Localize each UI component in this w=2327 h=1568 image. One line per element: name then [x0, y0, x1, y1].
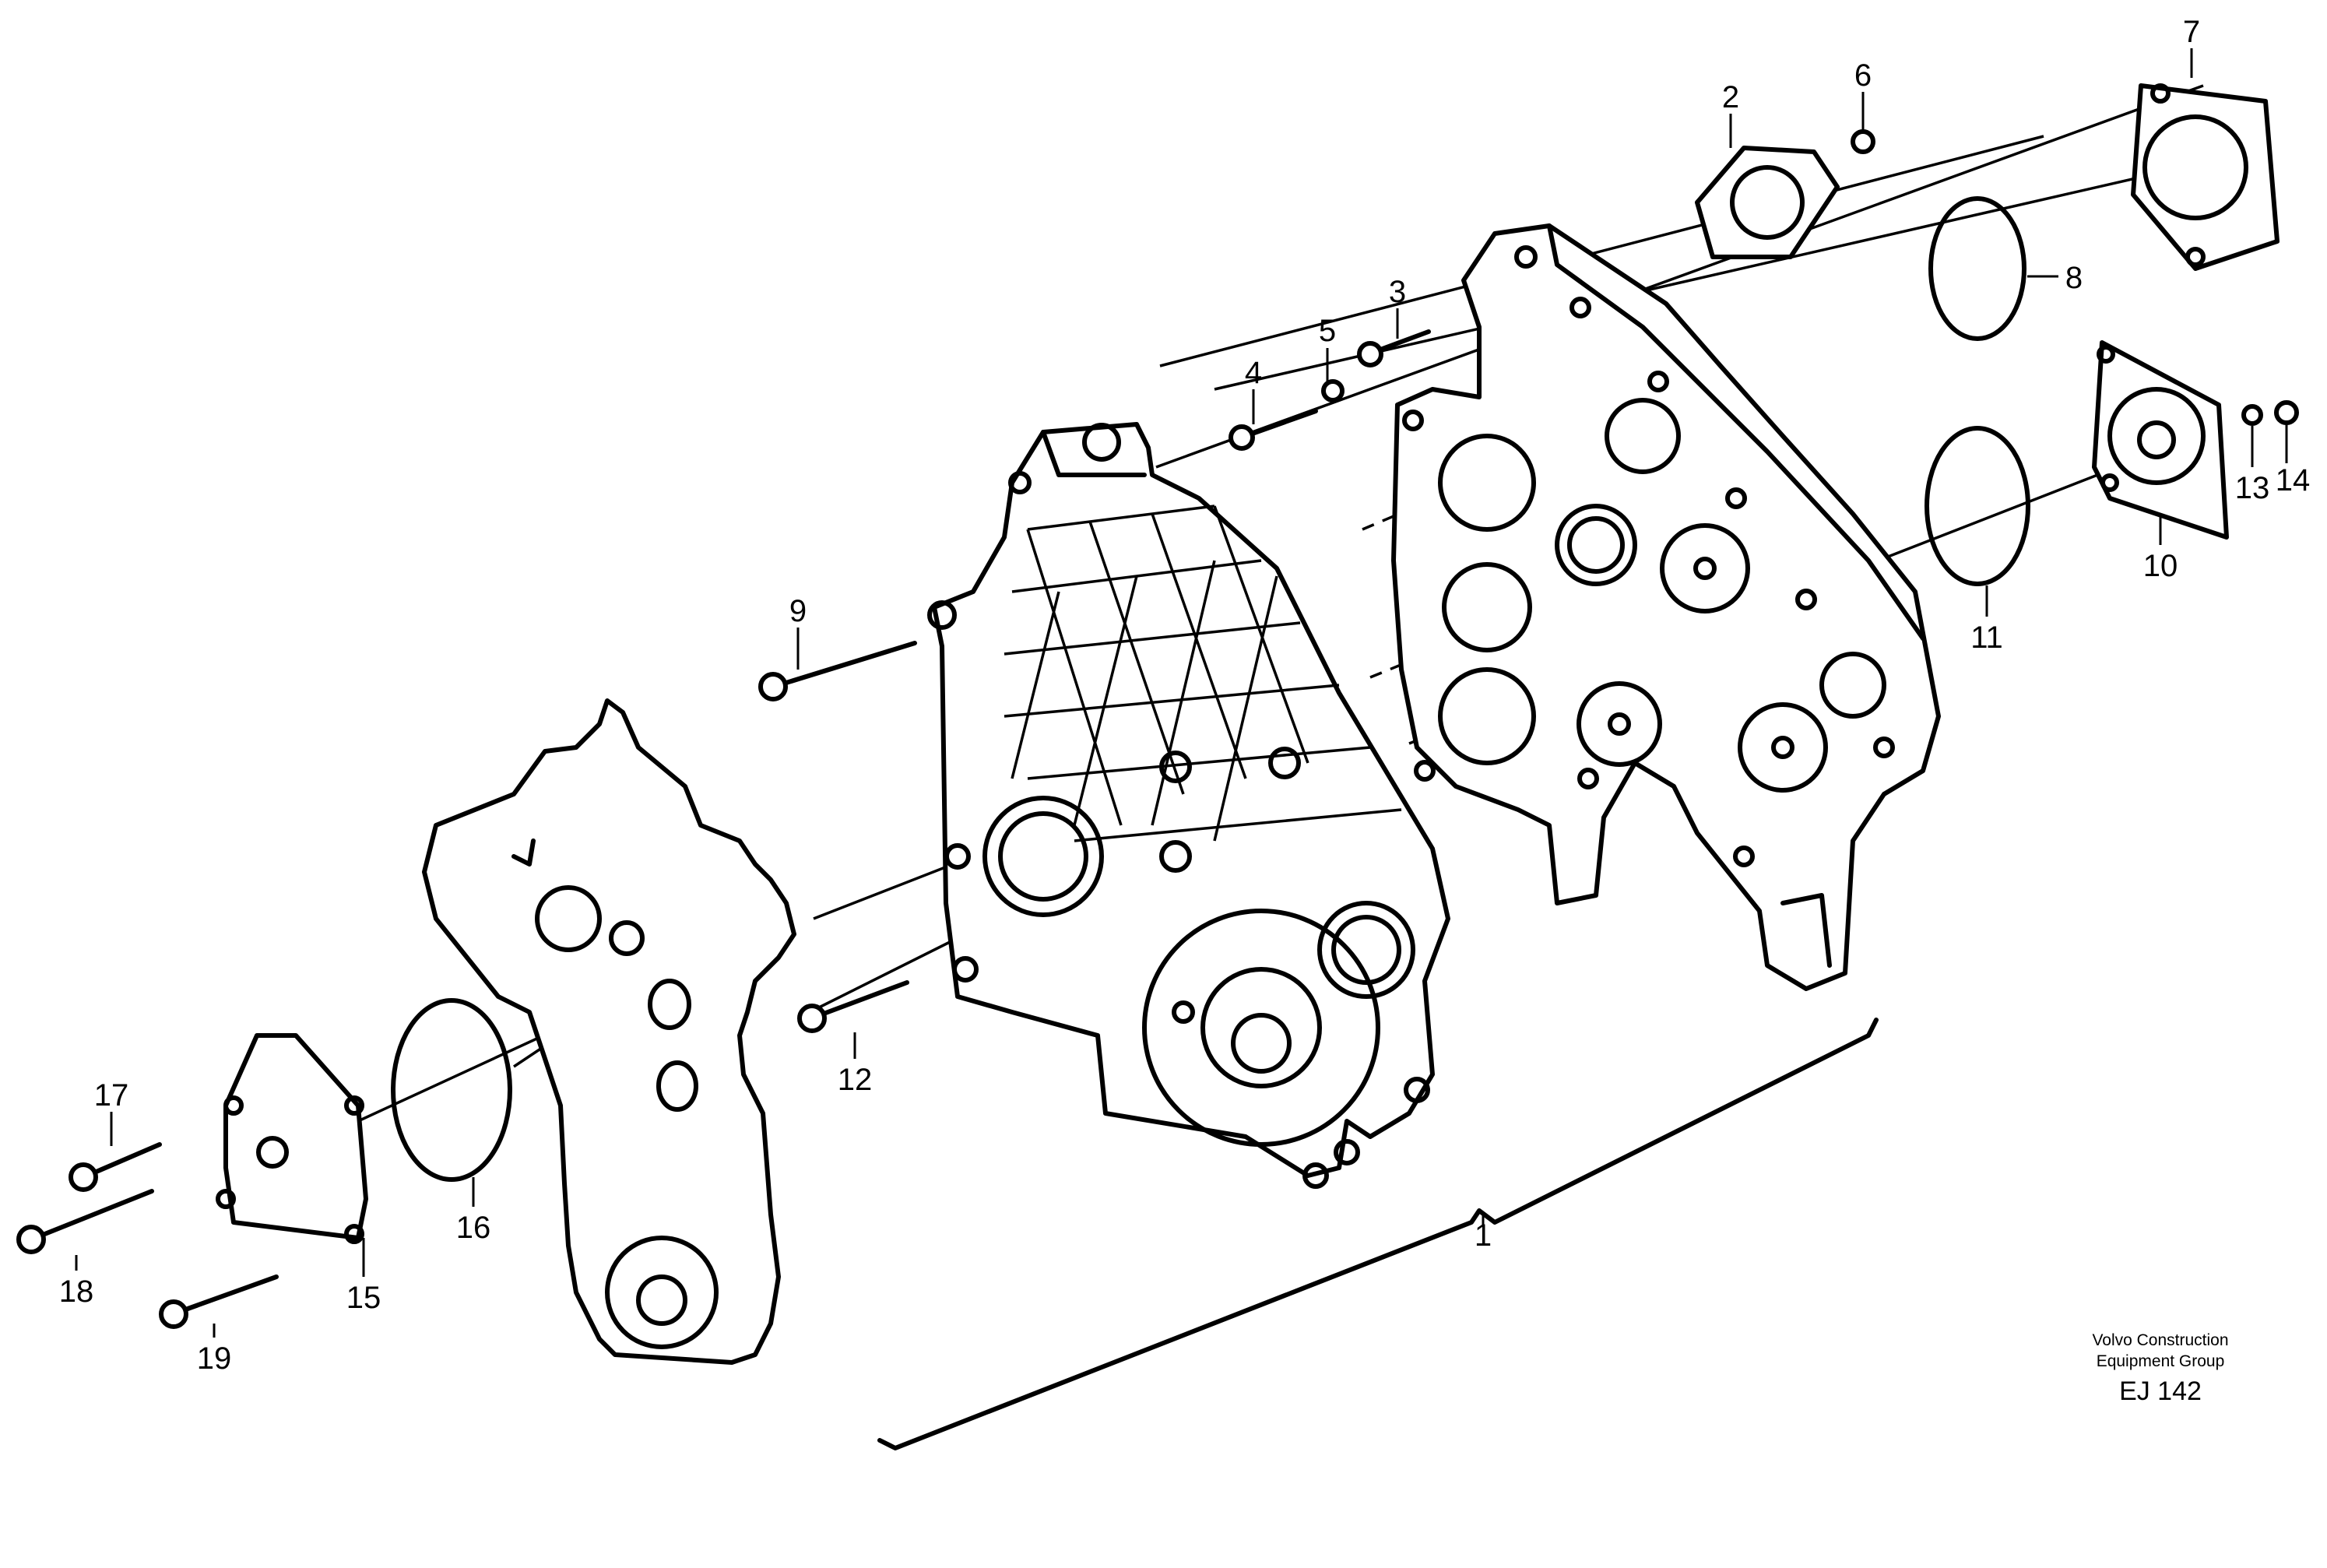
label-part-6: 6	[1854, 58, 1872, 93]
label-part-14: 14	[2276, 463, 2311, 497]
cover-gasket	[422, 698, 796, 1365]
rear-timing-plate	[1391, 223, 1941, 991]
label-part-18: 18	[59, 1274, 94, 1309]
drawing-code: EJ 142	[2119, 1376, 2202, 1406]
front-timing-cover	[927, 422, 1450, 1189]
label-part-11: 11	[1970, 621, 2003, 655]
label-part-16: 16	[456, 1211, 491, 1245]
label-part-5: 5	[1319, 314, 1336, 348]
label-part-7: 7	[2183, 15, 2200, 49]
assembly-bracket	[877, 1018, 1879, 1450]
label-part-10: 10	[2143, 549, 2178, 583]
credit-line-1: Volvo Construction	[2092, 1331, 2228, 1349]
label-part-3: 3	[1389, 275, 1406, 309]
seal-cover-plate	[216, 1033, 368, 1244]
o-ring-8	[1928, 196, 2026, 341]
o-ring-11	[1925, 426, 2030, 586]
label-part-19: 19	[197, 1341, 232, 1376]
flange-part-2	[1695, 146, 1840, 259]
seal-flange-part-10	[2092, 340, 2229, 540]
label-part-1: 1	[1475, 1218, 1492, 1253]
label-part-15: 15	[346, 1281, 381, 1315]
label-part-12: 12	[838, 1063, 873, 1097]
label-part-9: 9	[789, 594, 807, 628]
label-part-4: 4	[1245, 356, 1262, 390]
label-part-13: 13	[2235, 471, 2270, 505]
leader-lines	[75, 48, 2288, 1338]
fasteners	[16, 129, 2299, 1329]
credit-block: Volvo Construction Equipment Group EJ 14…	[2092, 1331, 2228, 1406]
label-part-8: 8	[2065, 261, 2083, 295]
label-part-17: 17	[94, 1078, 129, 1113]
o-ring-16	[391, 998, 512, 1182]
credit-line-2: Equipment Group	[2097, 1352, 2225, 1370]
cover-part-7	[2131, 83, 2280, 271]
part-number-labels: 1 2 3 4 5 6 7 8 9 10 11 12 13 14 15 16 1…	[59, 15, 2311, 1376]
label-part-2: 2	[1722, 80, 1739, 114]
